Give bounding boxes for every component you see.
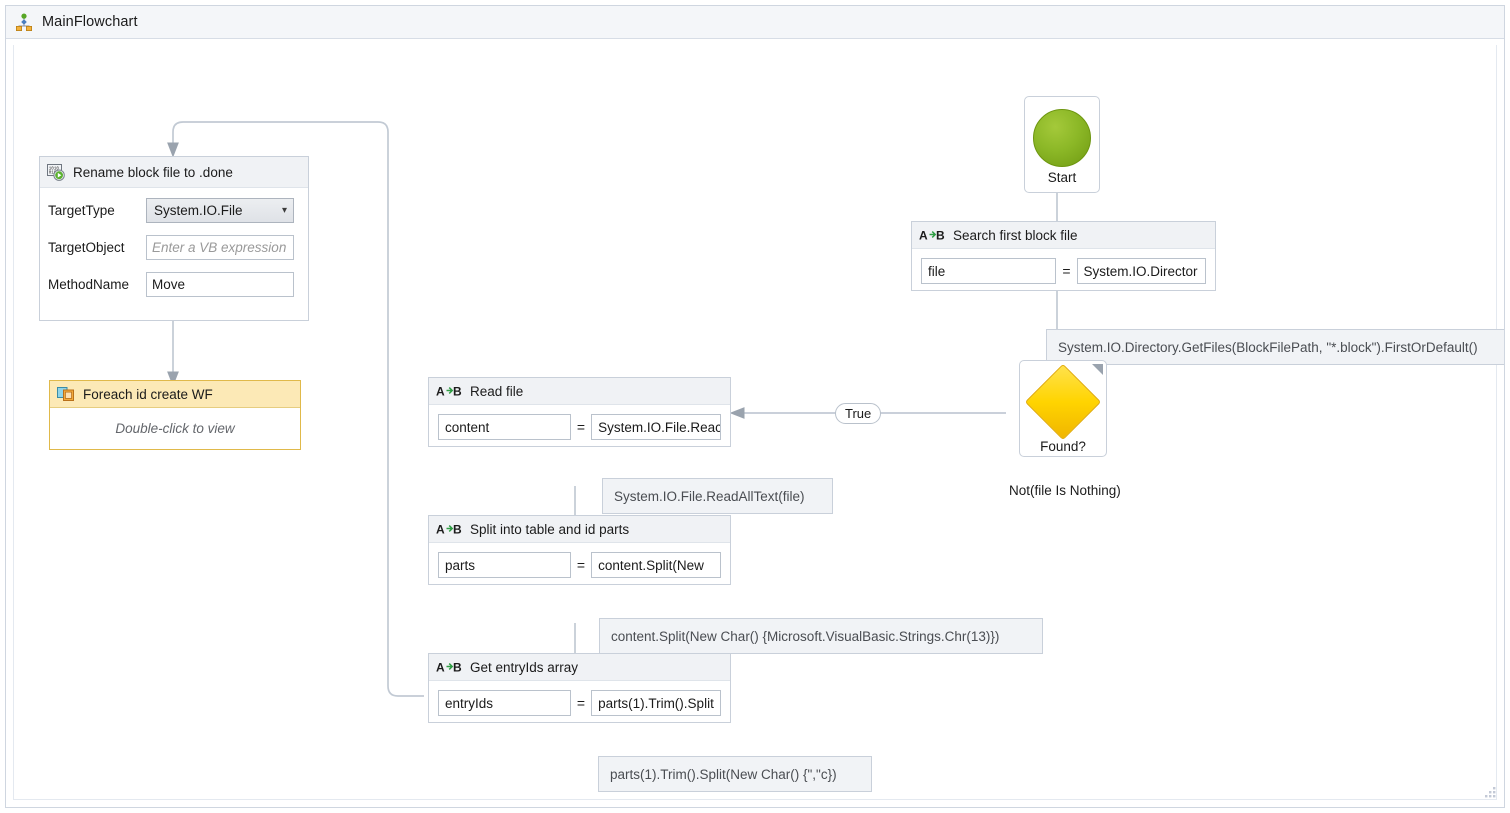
assign-icon: A B xyxy=(436,659,463,675)
green-circle-icon xyxy=(1033,109,1091,167)
foreach-id-create-wf-activity[interactable]: Foreach id create WF Double-click to vie… xyxy=(49,380,301,450)
assign-to-field[interactable]: content xyxy=(438,414,571,440)
assign-to-field[interactable]: file xyxy=(921,258,1057,284)
breadcrumb[interactable]: MainFlowchart xyxy=(6,6,1504,39)
svg-text:B: B xyxy=(453,385,462,399)
invoke-method-icon: 1010 0101 xyxy=(47,163,66,181)
activity-title: Search first block file xyxy=(953,227,1078,243)
svg-text:A: A xyxy=(919,229,928,243)
search-first-block-file-tooltip: System.IO.Directory.GetFiles(BlockFilePa… xyxy=(1046,329,1504,365)
resize-grip-icon[interactable] xyxy=(1482,785,1498,801)
yellow-diamond-icon xyxy=(1024,363,1102,441)
foreach-hint-text: Double-click to view xyxy=(115,421,235,436)
field-row-targettype: TargetType System.IO.File ▾ xyxy=(48,198,298,223)
svg-text:A: A xyxy=(436,661,445,675)
assign-icon: A B xyxy=(436,521,463,537)
svg-text:A: A xyxy=(436,385,445,399)
assign-operator: = xyxy=(576,419,586,435)
assign-operator: = xyxy=(1062,263,1071,279)
activity-title: Rename block file to .done xyxy=(73,164,233,180)
methodname-value: Move xyxy=(152,277,186,292)
svg-text:B: B xyxy=(936,229,945,243)
activity-header: A B Split into table and id parts xyxy=(429,516,730,543)
found-decision-condition: Not(file Is Nothing) xyxy=(1009,483,1121,498)
page-title: MainFlowchart xyxy=(42,14,138,30)
tooltip-text: System.IO.File.ReadAllText(file) xyxy=(614,488,805,504)
flowchart-icon xyxy=(15,13,33,31)
targetobject-placeholder: Enter a VB expression xyxy=(152,240,287,255)
activity-title: Split into table and id parts xyxy=(470,521,630,537)
read-file-tooltip: System.IO.File.ReadAllText(file) xyxy=(602,478,833,514)
split-parts-tooltip: content.Split(New Char() {Microsoft.Visu… xyxy=(599,618,1043,654)
assign-to-field[interactable]: parts xyxy=(438,552,571,578)
tooltip-text: content.Split(New Char() {Microsoft.Visu… xyxy=(611,628,1000,644)
search-first-block-file-activity[interactable]: A B Search first block file file = Syste… xyxy=(911,221,1216,291)
field-label: TargetType xyxy=(48,203,115,218)
tooltip-text: parts(1).Trim().Split(New Char() {","c}) xyxy=(610,766,837,782)
assign-to-field[interactable]: entryIds xyxy=(438,690,571,716)
field-label: MethodName xyxy=(48,277,130,292)
assign-icon: A B xyxy=(919,227,946,243)
read-file-activity[interactable]: A B Read file content = System.IO.File.R… xyxy=(428,377,731,447)
targettype-value: System.IO.File xyxy=(154,203,243,218)
found-decision-node[interactable]: Found? xyxy=(1019,360,1107,457)
activity-header: A B Search first block file xyxy=(912,222,1215,249)
activity-title: Foreach id create WF xyxy=(83,386,213,402)
activity-header: 1010 0101 Rename block file to .done xyxy=(40,157,308,188)
get-entryids-tooltip: parts(1).Trim().Split(New Char() {","c}) xyxy=(598,756,872,792)
assign-operator: = xyxy=(576,557,586,573)
chevron-down-icon: ▾ xyxy=(281,204,287,216)
activity-header: Foreach id create WF xyxy=(50,381,300,408)
assign-operator: = xyxy=(576,695,586,711)
field-row-methodname: MethodName Move xyxy=(48,272,298,297)
assign-value-field[interactable]: System.IO.Director xyxy=(1076,258,1206,284)
foreach-double-click-hint[interactable]: Double-click to view xyxy=(50,408,300,449)
found-decision-caption: Found? xyxy=(1040,439,1086,454)
connector-label-true-text: True xyxy=(845,406,872,421)
targetobject-input[interactable]: Enter a VB expression xyxy=(146,235,294,260)
targettype-combobox[interactable]: System.IO.File ▾ xyxy=(146,198,294,223)
activity-title: Read file xyxy=(470,383,524,399)
flowchart-canvas[interactable]: Read file (right to left) --> True xyxy=(6,39,1504,807)
svg-text:B: B xyxy=(453,523,462,537)
assign-value-field[interactable]: parts(1).Trim().Split xyxy=(591,690,721,716)
svg-text:B: B xyxy=(453,661,462,675)
assign-value-field[interactable]: content.Split(New xyxy=(591,552,721,578)
assign-icon: A B xyxy=(436,383,463,399)
get-entryids-activity[interactable]: A B Get entryIds array entryIds = parts(… xyxy=(428,653,731,723)
svg-text:A: A xyxy=(436,523,445,537)
activity-header: A B Get entryIds array xyxy=(429,654,730,681)
activity-title: Get entryIds array xyxy=(470,659,579,675)
start-node[interactable]: Start xyxy=(1024,96,1100,193)
sub-workflow-icon xyxy=(57,386,76,402)
decision-corner-fold-icon xyxy=(1092,364,1103,375)
split-parts-activity[interactable]: A B Split into table and id parts parts … xyxy=(428,515,731,585)
designer-frame: MainFlowchart xyxy=(5,5,1505,808)
rename-block-file-activity[interactable]: 1010 0101 Rename block file to .done Tar… xyxy=(39,156,309,321)
methodname-input[interactable]: Move xyxy=(146,272,294,297)
assign-value-field[interactable]: System.IO.File.Reac xyxy=(591,414,721,440)
field-row-targetobject: TargetObject Enter a VB expression xyxy=(48,235,298,260)
start-node-caption: Start xyxy=(1047,170,1077,185)
activity-header: A B Read file xyxy=(429,378,730,405)
connector-label-true: True xyxy=(835,403,882,424)
tooltip-text: System.IO.Directory.GetFiles(BlockFilePa… xyxy=(1058,339,1478,355)
field-label: TargetObject xyxy=(48,240,125,255)
svg-text:1010: 1010 xyxy=(49,167,60,171)
